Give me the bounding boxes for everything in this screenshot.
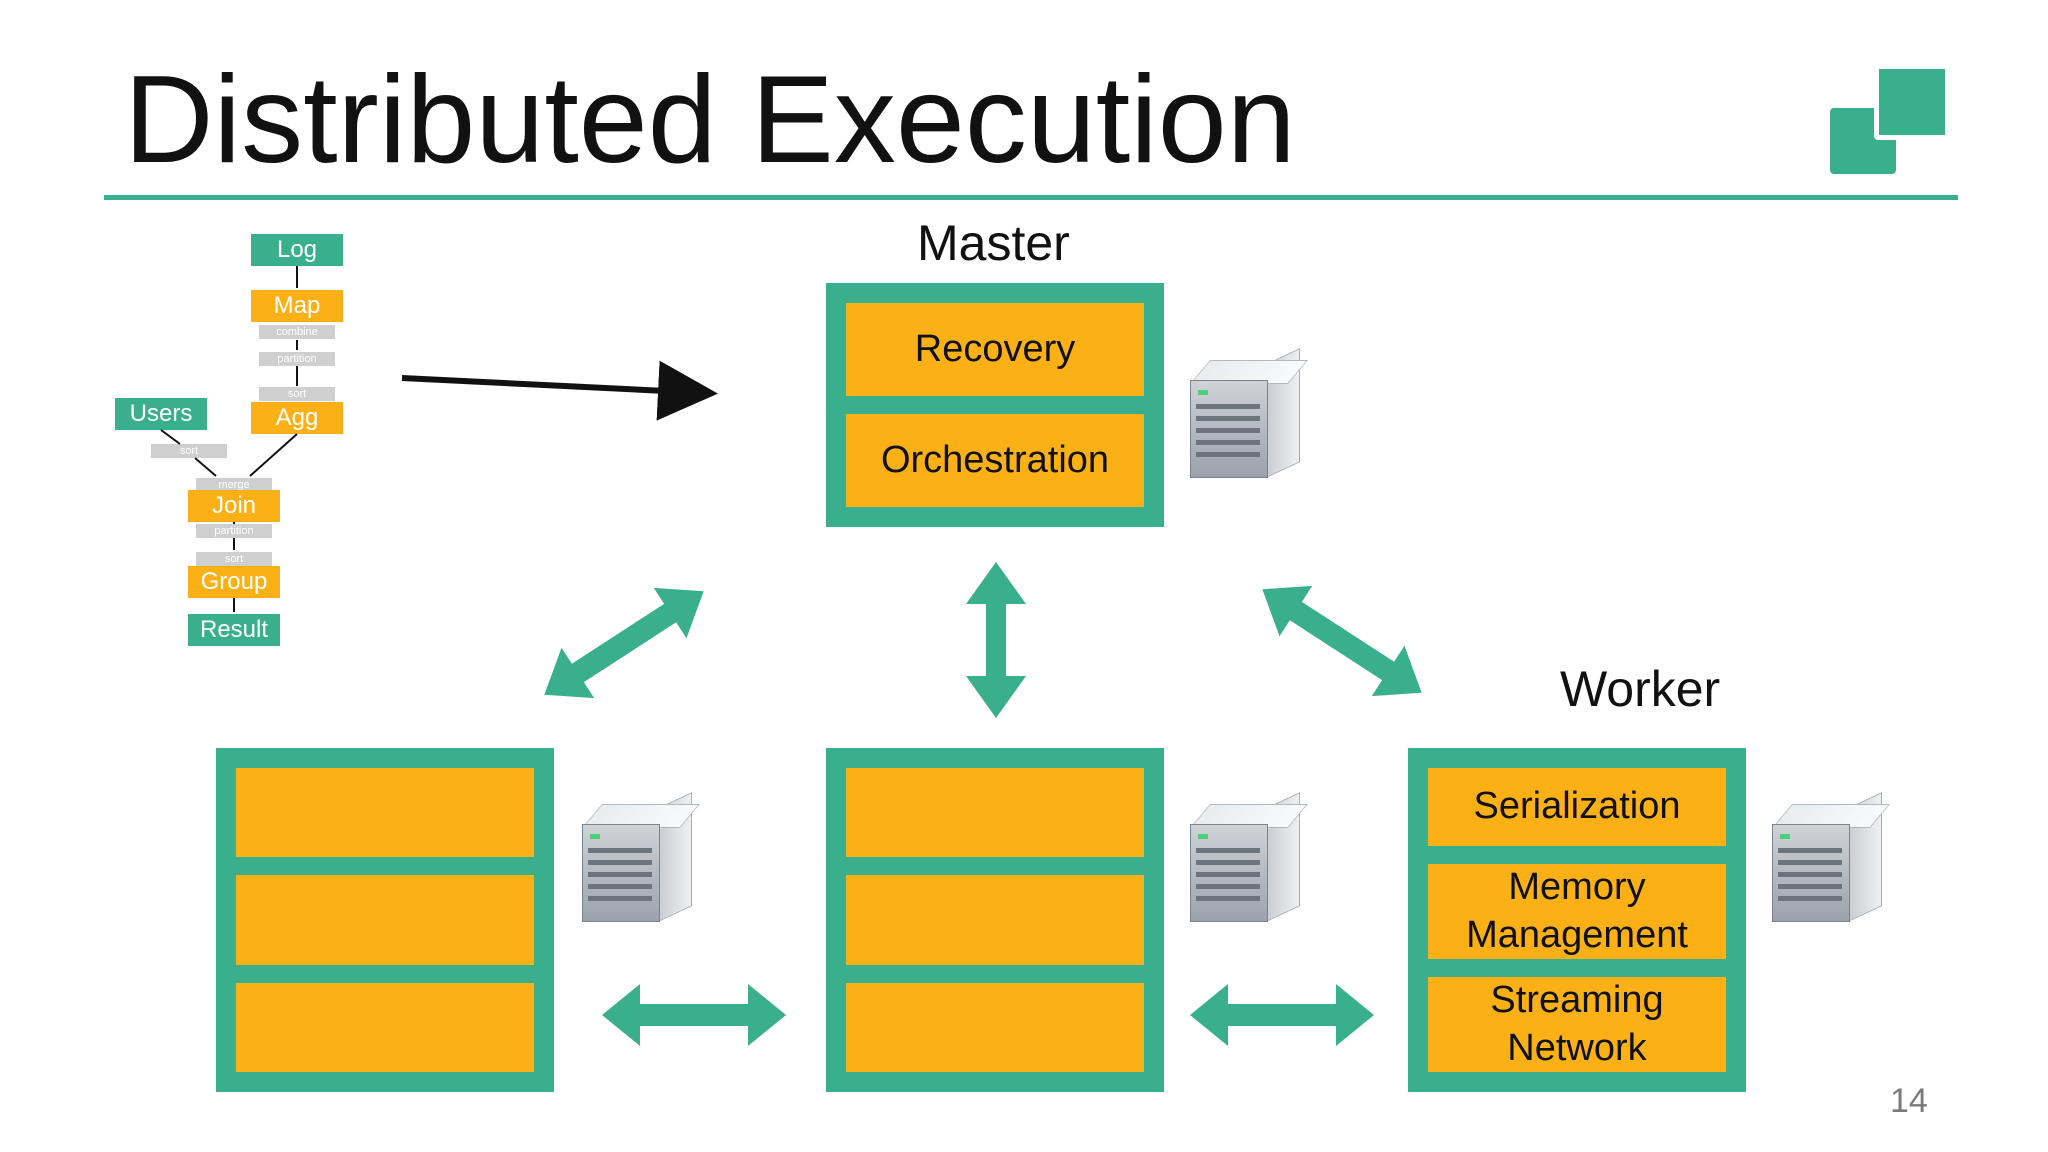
df-tag-sort: sort — [196, 552, 272, 566]
master-label: Master — [917, 215, 1070, 271]
server-icon — [1771, 792, 1891, 922]
df-node-users: Users — [115, 398, 207, 430]
df-tag-merge: merge — [196, 478, 272, 492]
df-node-log: Log — [251, 234, 343, 266]
worker-module-empty — [236, 982, 534, 1072]
df-node-agg: Agg — [251, 402, 343, 434]
double-arrow-left-diagonal — [544, 587, 704, 699]
page-number: 14 — [1890, 1082, 1928, 1120]
worker-module-empty — [846, 982, 1144, 1072]
logo-icon — [1830, 64, 1950, 176]
master-module-orchestration: Orchestration — [846, 414, 1144, 507]
worker-module-empty — [236, 768, 534, 858]
slide-title: Distributed Execution — [124, 51, 1296, 189]
worker-module-empty — [846, 875, 1144, 965]
df-tag-partition: partition — [196, 524, 272, 538]
worker-node-right: Serialization Memory Management Streamin… — [1408, 748, 1746, 1092]
df-tag-sort: sort — [259, 387, 335, 401]
df-node-map: Map — [251, 290, 343, 322]
df-tag-sort: sort — [151, 444, 227, 458]
worker-module-empty — [846, 768, 1144, 858]
double-arrow-right-diagonal — [1262, 585, 1422, 697]
title-divider — [104, 195, 1958, 200]
df-node-group: Group — [188, 566, 280, 598]
submit-arrow — [401, 360, 718, 421]
worker-module-serialization: Serialization — [1428, 768, 1726, 846]
worker-module-streaming-network: Streaming Network — [1428, 977, 1726, 1072]
server-icon — [581, 792, 701, 922]
double-arrow-horizontal — [602, 984, 786, 1046]
worker-node-left — [216, 748, 554, 1092]
df-tag-partition: partition — [259, 352, 335, 366]
df-tag-combine: combine — [259, 325, 335, 339]
df-node-result: Result — [188, 614, 280, 646]
master-module-recovery: Recovery — [846, 303, 1144, 396]
server-icon — [1189, 792, 1309, 922]
double-arrow-horizontal — [1190, 984, 1374, 1046]
dataflow-edges — [160, 266, 298, 612]
worker-module-empty — [236, 875, 534, 965]
worker-module-memory-management: Memory Management — [1428, 864, 1726, 959]
server-icon — [1189, 348, 1309, 478]
worker-label: Worker — [1560, 661, 1721, 717]
df-node-join: Join — [188, 490, 280, 522]
double-arrow-vertical — [966, 562, 1026, 718]
master-node: Recovery Orchestration — [826, 283, 1164, 527]
worker-node-center — [826, 748, 1164, 1092]
